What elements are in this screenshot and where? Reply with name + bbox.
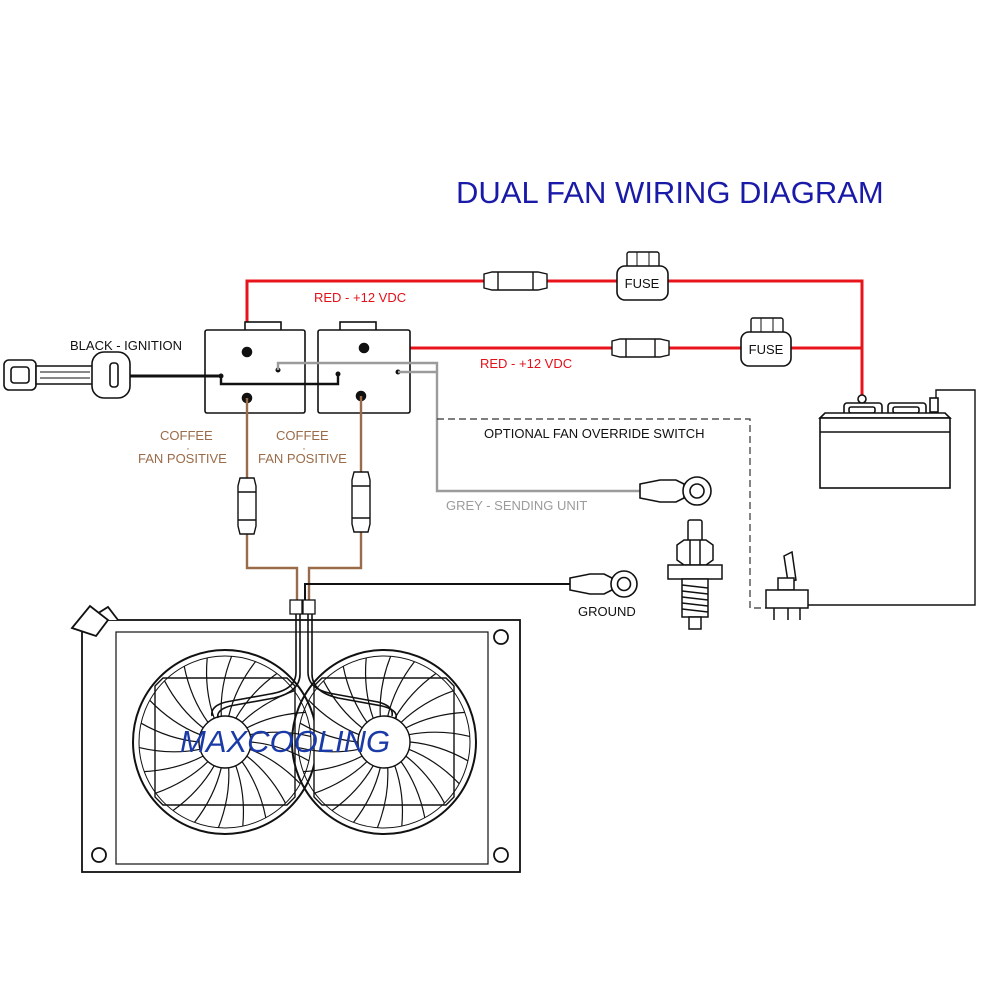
ring-terminal-icon [569, 570, 638, 598]
inline-connector-icon [237, 477, 257, 535]
coffee-separator: · [302, 441, 306, 455]
coffee-fan-wires [245, 396, 363, 600]
fan-blade [183, 666, 209, 723]
fan-blade [394, 673, 437, 719]
fan-blade [220, 656, 233, 717]
ground-label: GROUND [578, 604, 636, 619]
fan-blade [205, 657, 215, 719]
inline-connector-icon [611, 338, 670, 358]
fan-blade [408, 731, 470, 737]
fan-blade [246, 711, 306, 729]
ignition-wire [128, 374, 340, 386]
fan-blade [246, 755, 287, 804]
fan-blade [144, 755, 204, 773]
coffee-separator: · [186, 441, 190, 455]
fan-blade [400, 690, 454, 723]
fan-blade [405, 711, 465, 729]
fuse-label: FUSE [625, 276, 660, 291]
inline-connector-icon [483, 271, 548, 291]
battery-ground-wire [792, 389, 976, 606]
fuse-holder-icon: FUSE [740, 317, 792, 367]
fan-blade [228, 661, 256, 717]
grey-sending-wire [276, 361, 640, 493]
inline-connector-icon [351, 471, 371, 533]
fan-blade [155, 761, 209, 794]
fan-icon [132, 649, 318, 835]
fan-blade [308, 699, 360, 736]
fan-blade [387, 661, 415, 717]
relay-icon [317, 321, 411, 414]
fan-blade [241, 761, 267, 818]
fan-blade [364, 657, 374, 719]
override-label: OPTIONAL FAN OVERRIDE SWITCH [484, 426, 705, 441]
ground-wire [304, 583, 570, 600]
fan-harness [210, 612, 398, 719]
relay-icon [204, 321, 306, 414]
fan-blade [298, 747, 360, 753]
coffee-label: COFFEE [276, 428, 329, 443]
fan-blade [299, 722, 359, 743]
fan-blade [394, 765, 404, 827]
fan-blade [314, 761, 368, 794]
fan-blade [249, 731, 311, 737]
fan-blade [376, 767, 389, 828]
fan-blade [235, 765, 245, 827]
fan-blade [322, 680, 363, 729]
fan-blade [331, 765, 374, 811]
coffee-label: FAN POSITIVE [258, 451, 347, 466]
brand-logo-text: MAXCOOLING [180, 724, 390, 759]
ignition-label: BLACK - IGNITION [70, 338, 182, 353]
fan-icon [291, 649, 477, 835]
fan-blade [408, 748, 460, 785]
fan-blade [172, 765, 215, 811]
battery-icon [818, 394, 952, 489]
diagram-title: DUAL FAN WIRING DIAGRAM [456, 175, 884, 210]
fan-blade [139, 747, 201, 753]
coffee-label: FAN POSITIVE [138, 451, 227, 466]
fan-blade [235, 673, 278, 719]
red-wire-label: RED - +12 VDC [480, 356, 572, 371]
fan-blade [250, 741, 310, 762]
fan-blade [353, 767, 381, 823]
override-switch-wire [437, 418, 766, 609]
fan-blade [303, 755, 363, 773]
fan-blade [194, 767, 222, 823]
red-wire-label: RED - +12 VDC [314, 290, 406, 305]
fan-blade [249, 748, 301, 785]
fan-blade [400, 761, 426, 818]
fan-blade [149, 699, 201, 736]
ignition-key-icon [3, 351, 131, 399]
ring-terminal-icon [639, 476, 712, 506]
grey-wire-label: GREY - SENDING UNIT [446, 498, 587, 513]
fan-blade [405, 755, 446, 804]
fuse-holder-icon: FUSE [616, 251, 669, 301]
fan-blade [342, 666, 368, 723]
temperature-sending-unit-icon [667, 519, 723, 630]
fuse-label: FUSE [749, 342, 784, 357]
fan-blade [379, 656, 392, 717]
fan-blade [217, 767, 230, 828]
fan-blade [163, 680, 204, 729]
fan-connector-icon [289, 599, 316, 615]
fan-blade [409, 741, 469, 762]
fan-blade [140, 722, 200, 743]
coffee-label: COFFEE [160, 428, 213, 443]
toggle-switch-icon [765, 550, 809, 620]
